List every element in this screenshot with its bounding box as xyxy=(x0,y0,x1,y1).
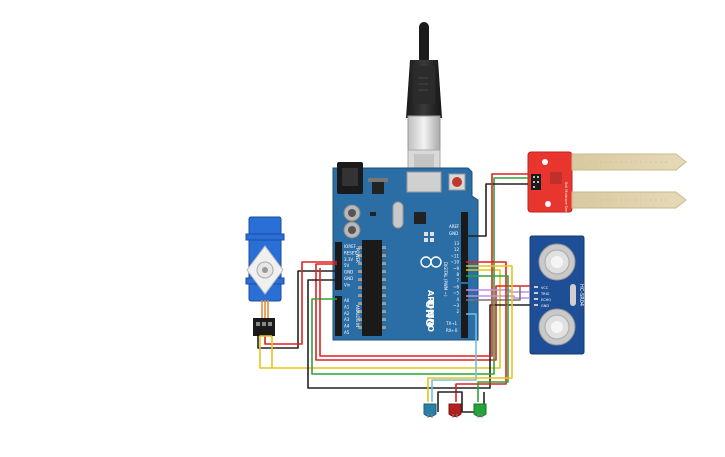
wire-led-red xyxy=(455,261,507,402)
wire-us-vcc xyxy=(466,286,521,301)
usb-cable-icon xyxy=(406,22,442,185)
digital-pin-12: 12 xyxy=(454,247,460,252)
digital-pin-7: 7 xyxy=(456,278,459,283)
analog-pin-a2: A2 xyxy=(344,311,350,316)
digital-label: DIGITAL (PWM ~) xyxy=(443,262,448,297)
arduino-uno-board: ARDUINO UNO AREF GND DIGITAL (PWM ~) POW… xyxy=(332,162,479,341)
soil-moisture-sensor-icon: Soil Moisture Sensor xyxy=(527,151,687,218)
us-pin-echo: ECHO xyxy=(541,298,551,302)
digital-pin-13: 13 xyxy=(454,241,460,246)
arduino-logo xyxy=(420,256,442,268)
analog-pin-a1: A1 xyxy=(344,304,350,309)
wire-analog-green xyxy=(311,177,528,375)
us-pin-gnd: GND xyxy=(541,304,549,308)
wires xyxy=(257,173,530,413)
led-red xyxy=(448,403,462,418)
ultrasonic-sensor-icon: VCC TRIG ECHO GND HC-SR04 xyxy=(529,235,585,355)
digital-pin-6: ~6 xyxy=(453,284,459,289)
wire-gnd-black xyxy=(307,279,530,389)
power-pin-ioref: IOREF xyxy=(344,244,357,249)
analog-pin-a0: A0 xyxy=(344,298,350,303)
digital-pin-2: 2 xyxy=(456,309,459,314)
digital-pin-3: ~3 xyxy=(453,303,459,308)
wire-moisture-red xyxy=(319,173,528,357)
gnd-label: GND xyxy=(449,231,458,236)
atmega-chip xyxy=(362,240,382,336)
analog-pin-a4: A4 xyxy=(344,324,350,329)
power-label: POWER xyxy=(355,248,360,263)
analog-pin-a5: A5 xyxy=(344,330,350,335)
wire-servo-red xyxy=(264,261,337,345)
power-pin-reset: RESET xyxy=(344,250,357,255)
analog-label: ANALOG IN xyxy=(355,305,360,327)
digital-pin-8: 8 xyxy=(456,272,459,277)
wire-5v-red xyxy=(315,263,530,361)
wire-led-yellow xyxy=(427,265,513,402)
wire-led-green xyxy=(466,275,509,402)
led-green xyxy=(473,403,487,418)
led-icon xyxy=(423,403,487,418)
board-model: UNO xyxy=(423,300,436,328)
moisture-sensor-label: Soil Moisture Sensor xyxy=(564,182,568,218)
power-pin-5v: 5V xyxy=(344,263,350,268)
power-pin-vin: Vin xyxy=(344,282,351,287)
digital-pin-4: 4 xyxy=(456,297,459,302)
digital-pin-11: ~11 xyxy=(451,253,460,258)
power-pin-33v: 3.3V xyxy=(344,257,353,262)
board-brand: ARDUINO xyxy=(426,290,435,332)
led-blue xyxy=(423,403,437,418)
wire-servo-black xyxy=(257,270,337,349)
rx-label: RX←0 xyxy=(446,328,458,333)
servo-icon xyxy=(245,216,285,336)
digital-pin-9: ~9 xyxy=(453,266,459,271)
analog-pin-a3: A3 xyxy=(344,317,350,322)
power-pin-gnd: GND xyxy=(344,276,353,281)
power-pin-gnd: GND xyxy=(344,270,353,275)
digital-pin-5: ~5 xyxy=(453,291,459,296)
digital-pin-10: ~10 xyxy=(451,260,460,265)
ultrasonic-model: HC-SR04 xyxy=(578,284,584,306)
wire-led-blue xyxy=(431,313,477,402)
aref-label: AREF xyxy=(449,224,460,229)
us-pin-trig: TRIG xyxy=(540,292,550,296)
wire-echo xyxy=(466,295,530,299)
tx-label: TX→1 xyxy=(445,321,458,326)
wire-moisture-black xyxy=(466,183,528,237)
us-pin-vcc: VCC xyxy=(541,286,549,290)
